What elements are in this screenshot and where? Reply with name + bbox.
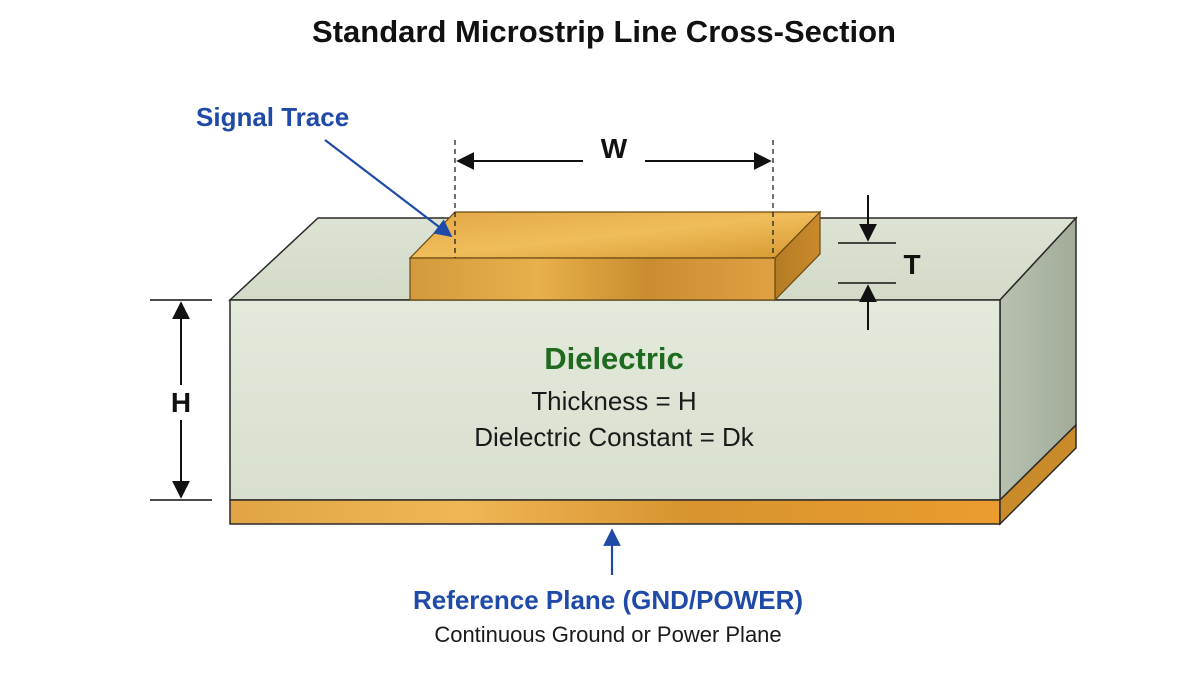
signal-trace-top xyxy=(408,211,822,259)
reference-plane-side xyxy=(999,423,1077,526)
reference-plane-subtitle: Continuous Ground or Power Plane xyxy=(434,622,781,647)
thickness-label: T xyxy=(903,249,920,280)
dielectric-constant-text: Dielectric Constant = Dk xyxy=(474,422,755,452)
width-label: W xyxy=(601,133,628,164)
reference-plane-front xyxy=(229,499,1001,525)
dielectric-title: Dielectric xyxy=(544,341,684,376)
signal-trace-front xyxy=(409,257,776,301)
reference-plane-title: Reference Plane (GND/POWER) xyxy=(413,585,803,615)
height-label: H xyxy=(171,387,191,418)
signal-trace-callout-arrow xyxy=(324,139,453,238)
dielectric-front-face xyxy=(229,299,1001,501)
signal-trace-label: Signal Trace xyxy=(196,102,349,132)
diagram-title: Standard Microstrip Line Cross-Section xyxy=(312,14,896,49)
dielectric-thickness-text: Thickness = H xyxy=(531,386,696,416)
